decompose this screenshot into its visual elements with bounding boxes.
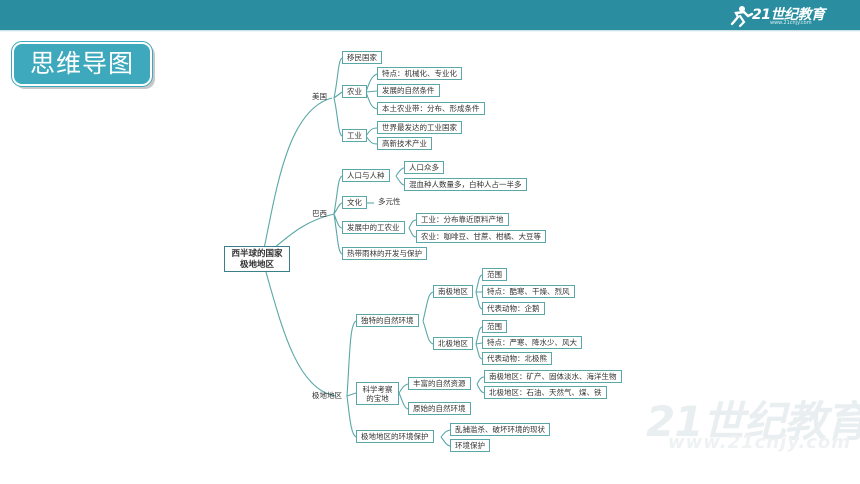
node-protection-1: 乱捕滥杀、破坏环境的现状 xyxy=(450,423,550,436)
connector-resources xyxy=(476,376,485,394)
node-north-2: 特点：严寒、降水少、风大 xyxy=(482,336,582,349)
root-node: 西半球的国家极地地区 xyxy=(224,246,290,272)
branch-polar: 极地地区 xyxy=(312,391,342,400)
connector-brazil-pop xyxy=(395,167,405,186)
node-south-2: 特点：酷寒、干燥、烈风 xyxy=(482,285,575,298)
connector-brazil-dev xyxy=(408,219,417,238)
node-polar-north: 北极地区 xyxy=(433,337,473,350)
node-polar-science: 科学考察的宝地 xyxy=(356,382,399,405)
node-protection-2: 环境保护 xyxy=(450,439,490,452)
node-brazil-culture-1: 多元性 xyxy=(378,197,401,206)
node-polar-unique: 独特的自然环境 xyxy=(356,314,419,327)
node-brazil-dev-2: 农业：咖啡豆、甘蔗、柑橘、大豆等 xyxy=(416,230,546,243)
page-title: 思维导图 xyxy=(29,49,134,78)
connector-protection xyxy=(440,429,451,447)
node-polar-south: 南极地区 xyxy=(433,285,473,298)
title-badge: 思维导图 xyxy=(11,41,153,87)
node-usa-agri-2: 发展的自然条件 xyxy=(377,84,440,97)
node-brazil-developing: 发展中的工农业 xyxy=(342,221,405,234)
node-usa-immigrant: 移民国家 xyxy=(342,51,382,64)
node-resources-2: 北极地区：石油、天然气、煤、铁 xyxy=(484,386,607,399)
node-brazil-pop-2: 混血种人数量多，白种人占一半多 xyxy=(404,178,527,191)
header-bar xyxy=(0,0,860,30)
logo-text: 21世纪教育 xyxy=(752,7,825,23)
branch-usa: 美国 xyxy=(312,92,327,101)
node-brazil-dev-1: 工业：分布靠近原料产地 xyxy=(416,213,509,226)
node-north-3: 代表动物：北极熊 xyxy=(482,352,552,365)
node-usa-industry: 工业 xyxy=(342,129,367,142)
connector-usa-agri xyxy=(365,73,378,110)
node-brazil-culture: 文化 xyxy=(342,196,367,209)
node-brazil-rainforest: 热带雨林的开发与保护 xyxy=(342,247,427,260)
node-usa-agri-3: 本土农业带：分布、形成条件 xyxy=(377,102,485,115)
node-south-1: 范围 xyxy=(482,268,507,281)
node-usa-ind-1: 世界最发达的工业国家 xyxy=(377,121,462,134)
node-usa-agri-1: 特点：机械化、专业化 xyxy=(377,67,462,80)
header-bar-fade xyxy=(0,26,860,32)
node-polar-resources: 丰富的自然资源 xyxy=(408,377,471,390)
connector-polar-science xyxy=(398,383,409,410)
watermark-url: www.21cnjy.com xyxy=(668,432,851,453)
logo-url: www.21cnjy.com xyxy=(770,20,812,26)
connector-south xyxy=(475,274,483,310)
connector-polar xyxy=(346,320,357,438)
connector-brazil xyxy=(333,175,343,255)
branch-brazil: 巴西 xyxy=(312,209,327,218)
node-polar-original: 原始的自然环境 xyxy=(408,402,471,415)
connector-root-polar xyxy=(261,257,337,397)
node-usa-agriculture: 农业 xyxy=(342,85,367,98)
runner-logo-icon xyxy=(730,6,754,28)
node-north-1: 范围 xyxy=(482,320,507,333)
connector-north xyxy=(475,326,483,360)
connector-usa xyxy=(333,57,343,137)
connector-usa-ind xyxy=(365,127,378,145)
node-brazil-population: 人口与人种 xyxy=(342,169,390,182)
node-polar-protection: 极地地区的环境保护 xyxy=(356,430,434,443)
node-brazil-pop-1: 人口众多 xyxy=(404,161,444,174)
connector-root-usa xyxy=(261,97,333,259)
watermark-text: 21世纪教育 xyxy=(646,397,860,446)
node-usa-ind-2: 高新技术产业 xyxy=(377,137,432,150)
node-resources-1: 南极地区：矿产、固体淡水、海洋生物 xyxy=(484,370,622,383)
node-south-3: 代表动物：企鹅 xyxy=(482,302,545,315)
connector-polar-unique xyxy=(422,291,434,345)
